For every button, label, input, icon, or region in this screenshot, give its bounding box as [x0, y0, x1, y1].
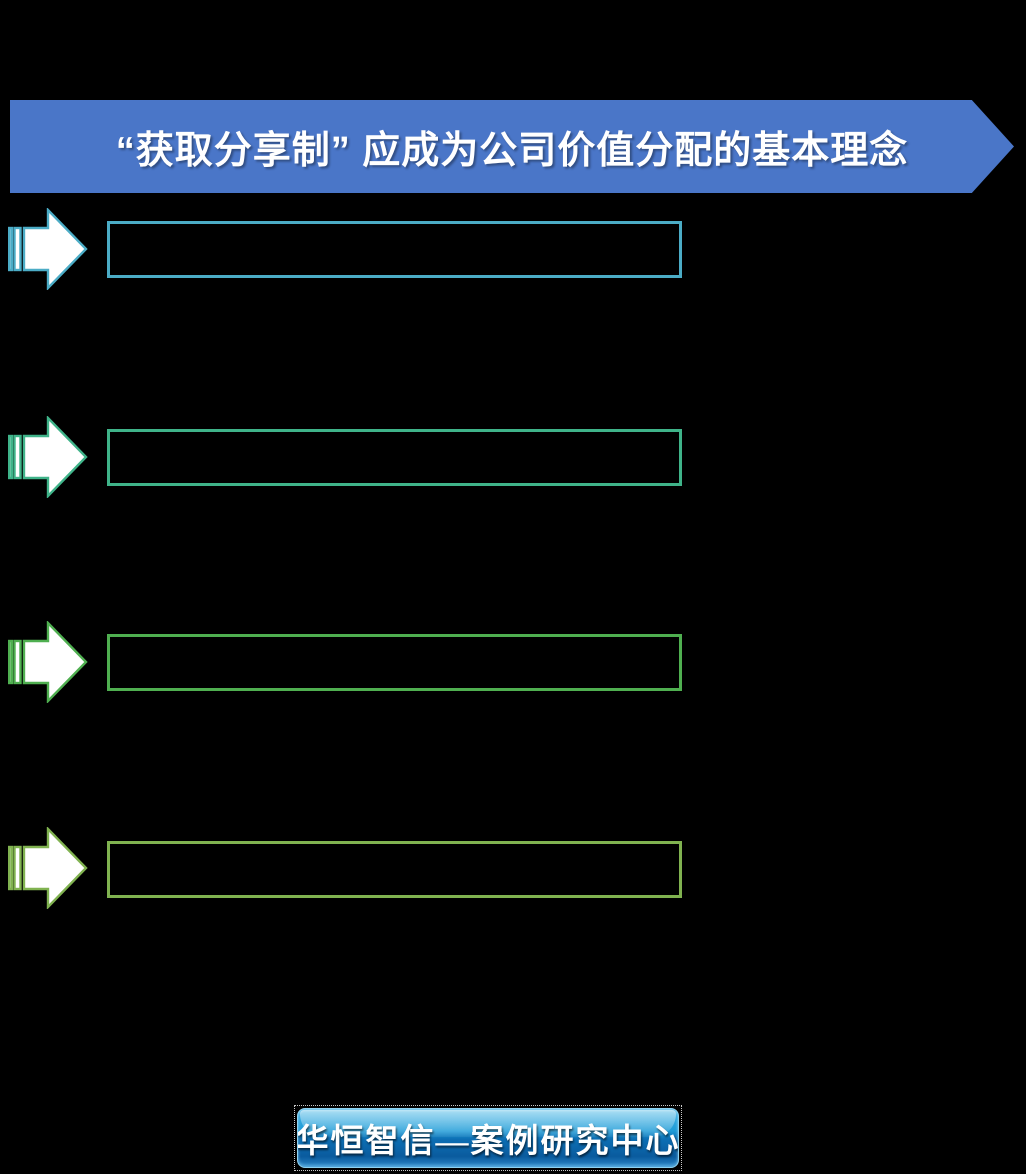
striped-right-arrow-icon: [8, 621, 88, 703]
title-banner: “获取分享制” 应成为公司价值分配的基本理念: [10, 100, 1014, 193]
placeholder-box: [107, 841, 682, 898]
placeholder-box: [107, 429, 682, 486]
footer-logo: 华恒智信—案例研究中心: [294, 1105, 682, 1171]
striped-right-arrow-icon: [8, 208, 88, 290]
placeholder-box: [107, 634, 682, 691]
striped-right-arrow-icon: [8, 827, 88, 909]
logo-text: 华恒智信—案例研究中心: [297, 1124, 679, 1160]
placeholder-box: [107, 221, 682, 278]
striped-right-arrow-icon: [8, 416, 88, 498]
logo-badge: 华恒智信—案例研究中心: [297, 1108, 679, 1168]
page-title: “获取分享制” 应成为公司价值分配的基本理念: [115, 130, 909, 172]
